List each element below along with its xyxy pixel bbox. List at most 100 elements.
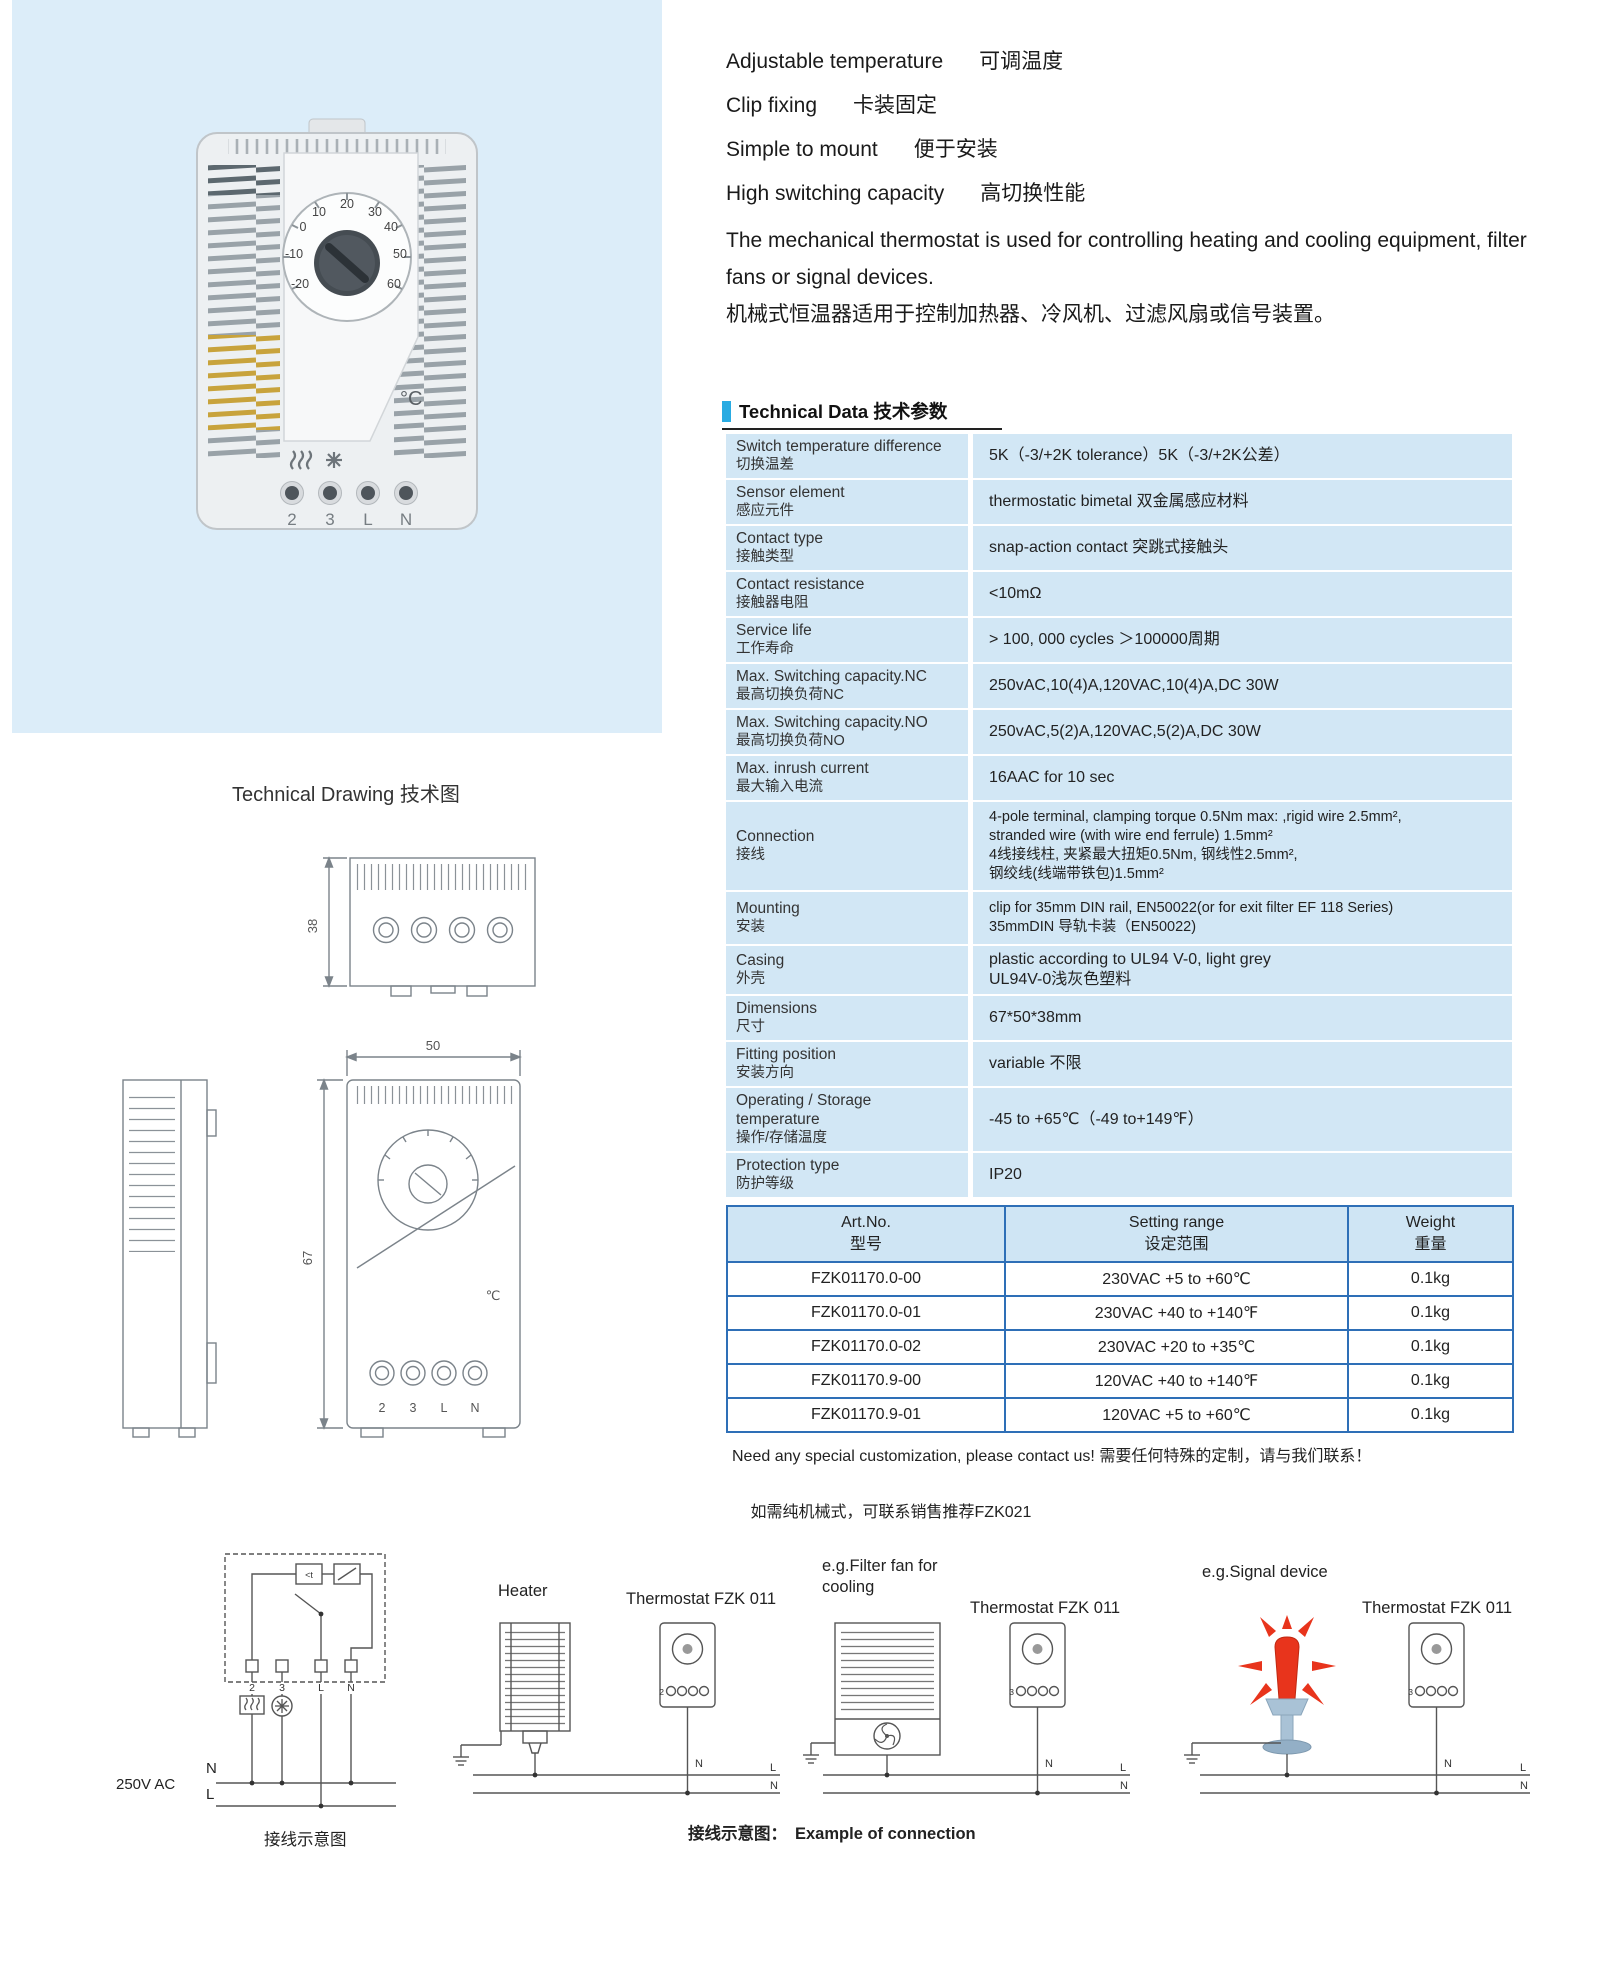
front-view-outline — [346, 1079, 521, 1429]
thermostat-label-2: Thermostat FZK 011 — [970, 1599, 1121, 1617]
svg-text:N: N — [1444, 1758, 1452, 1770]
customization-note: Need any special customization, please c… — [732, 1448, 1372, 1465]
terminal-labels: 2 3 L N — [287, 510, 412, 529]
art-no: FZK01170.0-02 — [726, 1329, 1006, 1365]
art-no: FZK01170.0-01 — [726, 1295, 1006, 1331]
svg-text:3: 3 — [279, 1682, 285, 1694]
setting-range: 230VAC +20 to +35℃ — [1004, 1329, 1349, 1365]
weight: 0.1kg — [1347, 1295, 1514, 1331]
filter-fan-connection-diagram: N L N 3 — [803, 1622, 1130, 1796]
celsius-label: °C — [400, 388, 422, 410]
accent-bar — [722, 400, 731, 422]
spec-value: thermostatic bimetal 双金属感应材料 — [973, 480, 1512, 524]
svg-text:-10: -10 — [285, 247, 303, 261]
drawing-celsius: ℃ — [486, 1288, 501, 1303]
signal-device-connection-diagram: N L N 3 — [1184, 1615, 1530, 1796]
spec-value: > 100, 000 cycles ＞100000周期 — [973, 618, 1512, 662]
dial-ticks — [283, 193, 411, 290]
spec-value: -45 to +65℃（-49 to+149℉） — [973, 1088, 1512, 1151]
left-vent-louvers — [208, 165, 280, 458]
earth-icon — [453, 1756, 469, 1766]
heat-icon — [289, 450, 313, 470]
art-no: FZK01170.0-00 — [726, 1261, 1006, 1297]
svg-text:N: N — [1120, 1780, 1128, 1792]
spec-value: 250vAC,10(4)A,120VAC,10(4)A,DC 30W — [973, 664, 1512, 708]
svg-text:2: 2 — [287, 510, 296, 529]
svg-text:N: N — [347, 1682, 355, 1694]
setting-range: 230VAC +5 to +60℃ — [1004, 1261, 1349, 1297]
svg-text:N: N — [770, 1780, 778, 1792]
schematic-enclosure — [224, 1553, 386, 1683]
svg-text:L: L — [1520, 1762, 1526, 1774]
spec-value: 16AAC for 10 sec — [973, 756, 1512, 800]
svg-text:2: 2 — [659, 1687, 664, 1697]
setting-range: 120VAC +5 to +60℃ — [1004, 1397, 1349, 1433]
signal-lamp-icon — [1238, 1615, 1336, 1755]
svg-text:N: N — [400, 510, 412, 529]
svg-text:3: 3 — [410, 1401, 417, 1415]
svg-text:2: 2 — [379, 1401, 386, 1415]
svg-text:30: 30 — [368, 205, 382, 219]
voltage-label: 250V AC — [116, 1776, 176, 1793]
weight: 0.1kg — [1347, 1329, 1514, 1365]
setting-range: 230VAC +40 to +140℉ — [1004, 1295, 1349, 1331]
col-header-artno: Art.No.型号 — [726, 1205, 1006, 1263]
spec-value: 5K（-3/+2K tolerance）5K（-3/+2K公差） — [973, 434, 1512, 478]
schematic-caption: 接线示意图 — [264, 1831, 347, 1849]
sensor-symbol: <t — [305, 1570, 313, 1580]
svg-text:L: L — [363, 510, 372, 529]
svg-text:L: L — [1120, 1762, 1126, 1774]
thermostat-product-image: 10 20 30 0 40 -10 50 -20 60 °C — [196, 118, 478, 530]
svg-text:N: N — [470, 1401, 479, 1415]
art-no: FZK01170.9-00 — [726, 1363, 1006, 1399]
technical-drawing-title: Technical Drawing 技术图 — [232, 784, 460, 806]
dial-scale-numbers: 10 20 30 0 40 -10 50 -20 60 — [285, 197, 407, 291]
dim-depth-38: 38 — [305, 919, 320, 933]
setting-range: 120VAC +40 to +140℉ — [1004, 1363, 1349, 1399]
svg-text:40: 40 — [384, 220, 398, 234]
spec-value: 67*50*38mm — [973, 996, 1512, 1040]
svg-text:N: N — [1520, 1780, 1528, 1792]
dim-height-67: 67 — [300, 1251, 315, 1265]
thermostat-label-1: Thermostat FZK 011 — [626, 1590, 777, 1608]
dim-width-50: 50 — [426, 1038, 440, 1053]
technical-drawing: 38 50 67 ℃ 2 3 L N — [122, 856, 536, 1438]
spec-value: 4-pole terminal, clamping torque 0.5Nm m… — [973, 802, 1512, 890]
weight: 0.1kg — [1347, 1261, 1514, 1297]
svg-text:N: N — [695, 1758, 703, 1770]
terminal-screws — [280, 481, 418, 505]
spec-value: IP20 — [973, 1153, 1512, 1197]
neutral-label: N — [206, 1760, 217, 1777]
svg-text:L: L — [318, 1682, 324, 1694]
top-vent-grille — [228, 139, 446, 154]
tech-data-title: Technical Data 技术参数 — [739, 401, 948, 422]
svg-text:2: 2 — [249, 1682, 255, 1694]
